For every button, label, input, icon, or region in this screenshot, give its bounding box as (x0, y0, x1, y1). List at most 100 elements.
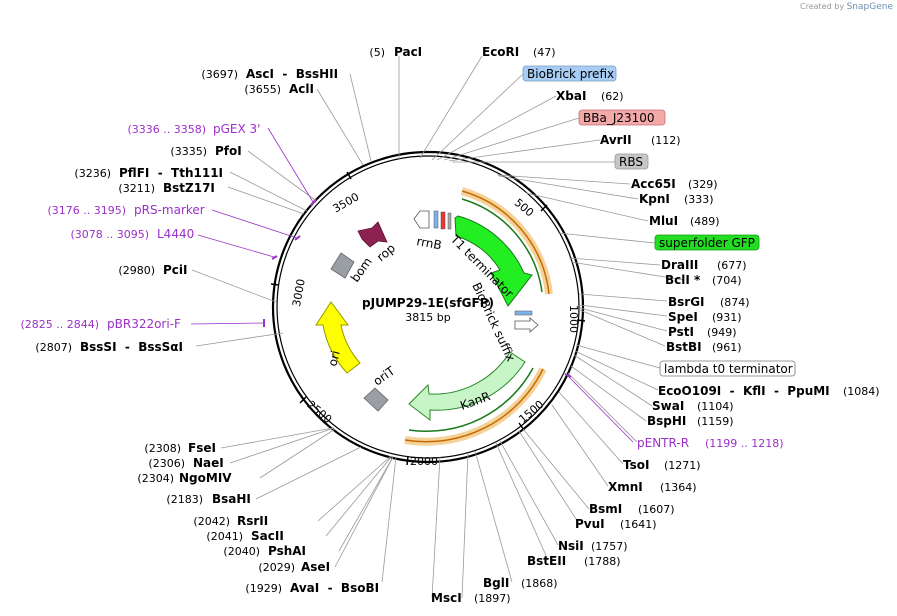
primer-pgex3: pGEX 3' (213, 122, 260, 136)
orf-line-kanr (404, 368, 544, 443)
enzyme-pos-psti: (949) (707, 326, 737, 339)
box-superfolder-gfp (654, 234, 760, 251)
enzyme-pos-bsteii: (1788) (584, 555, 621, 568)
enzyme-pos-sacii: (2041) (206, 530, 243, 543)
enzyme-mlui: MluI (649, 214, 678, 228)
enzyme-bsahi: BsaHI (212, 492, 251, 506)
enzyme-pos-spei: (931) (712, 311, 742, 324)
enzyme-bstbi: BstBI (666, 340, 702, 354)
enzyme-pos-pcii: (2980) (118, 264, 155, 277)
primer-pos-pbr322ori-f: (2825 .. 2844) (20, 318, 99, 331)
enzyme-tsoi: TsoI (623, 458, 649, 472)
primer-pos-prs-marker: (3176 .. 3195) (47, 204, 126, 217)
enzyme-pos-nsii: (1757) (591, 540, 628, 553)
feature-boxes: BioBrick prefix BBa_J23100 RBS superfold… (522, 65, 796, 377)
tick-3500 (346, 171, 352, 180)
enzyme-pos-ecori: (47) (533, 46, 556, 59)
primer-pentr-r: pENTR-R (637, 436, 689, 450)
credit-brand: SnapGene (846, 2, 893, 12)
primer-leader-lines (190, 127, 634, 443)
tick-label-3500: 3500 (331, 190, 362, 215)
enzyme-pos-bsssi: (2807) (35, 341, 72, 354)
primer-pbr322ori-f: pBR322ori-F (107, 317, 181, 331)
enzyme-pos-draiii: (677) (717, 259, 747, 272)
tick-3000 (270, 283, 280, 286)
enzyme-bsssi-bsssai: BssSI - BssSαI (80, 340, 183, 354)
orit-label: oriT (371, 363, 398, 388)
primer-marks (263, 198, 572, 378)
primer-pos-pgex3: (3336 .. 3358) (127, 123, 206, 136)
enzyme-pos-naei: (2306) (148, 457, 185, 470)
orf-line-gfp (461, 190, 550, 295)
enzyme-pos-xbai: (62) (601, 90, 624, 103)
enzyme-pfoi: PfoI (215, 144, 242, 158)
enzyme-pos-bcli: (704) (712, 274, 742, 287)
enzyme-pos-swai: (1104) (697, 400, 734, 413)
enzyme-pflfi-tth111i: PflFI - Tth111I (119, 166, 223, 180)
biobrick-suffix-feature (514, 310, 533, 316)
tick-label-3000: 3000 (290, 278, 308, 308)
enzyme-pos-acli: (3655) (244, 83, 281, 96)
enzyme-bcli: BclI * (665, 273, 701, 287)
enzyme-bsrgi: BsrGI (668, 295, 705, 309)
enzyme-pos-pfoi: (3335) (170, 145, 207, 158)
kanr-arrow (408, 351, 526, 422)
backbone-outer (271, 150, 585, 464)
enzyme-pos-acc65i: (329) (688, 178, 718, 191)
enzyme-pos-xmni: (1364) (660, 481, 697, 494)
enzyme-pos-asci: (3697) (201, 68, 238, 81)
enzyme-pos-fsei: (2308) (144, 442, 181, 455)
enzyme-nsii: NsiI (558, 539, 584, 553)
enzyme-pvui: PvuI (575, 517, 605, 531)
bom-label: bom (348, 255, 375, 285)
tick-500 (540, 204, 548, 212)
enzyme-ecori: EcoRI (482, 45, 519, 59)
tick-2500 (299, 396, 307, 404)
primer-mark-prs-marker (294, 235, 301, 241)
orf-inner-kanr (408, 367, 534, 433)
enzyme-pos-kpni: (333) (684, 193, 714, 206)
label-biobrick-prefix: BioBrick prefix (527, 67, 614, 81)
primer-l4440: L4440 (157, 227, 194, 241)
primer-mark-l4440 (271, 255, 278, 260)
enzyme-pos-asei: (2029) (258, 561, 295, 574)
orf-inner-gfp (461, 198, 543, 293)
enzyme-pos-bstz17i: (3211) (118, 182, 155, 195)
tick-1000 (576, 319, 586, 322)
enzyme-pos-bsahi: (2183) (166, 493, 203, 506)
enzyme-pos-tsoi: (1271) (664, 459, 701, 472)
credit-prefix: Created by (800, 2, 845, 11)
enzyme-kpni: KpnI (639, 192, 670, 206)
plasmid-name: pJUMP29-1E(sfGFP) (362, 296, 494, 310)
tick-label-2000: 2000 (410, 455, 438, 468)
rrnb-label: rrnB (415, 234, 442, 252)
box-lambda-t0-terminator (659, 360, 796, 377)
enzyme-pos-bsphi: (1159) (697, 415, 734, 428)
primer-pos-l4440: (3078 .. 3095) (70, 228, 149, 241)
primer-prs-marker: pRS-marker (134, 203, 205, 217)
box-rbs (614, 153, 649, 170)
backbone-inner (276, 155, 580, 459)
ori-arrow (315, 301, 361, 374)
primer-mark-pgex3 (310, 198, 317, 207)
primer-pos-pentr-r: (1199 .. 1218) (705, 437, 784, 450)
biobrick-prefix-feature (433, 210, 439, 229)
enzyme-bstz17i: BstZ17I (163, 181, 215, 195)
box-biobrick-prefix (522, 65, 617, 82)
snapgene-credit: Created by SnapGene (800, 2, 893, 12)
bba-j23100-feature (440, 211, 446, 230)
enzyme-pos-msci: (1897) (474, 592, 511, 605)
enzyme-bgli: BglI (483, 576, 509, 590)
sfgfp-arrow (454, 215, 533, 307)
backbone-features (413, 210, 539, 333)
enzyme-ecoo109i-kfli-ppumi: EcoO109I - KflI - PpuMI (658, 384, 830, 398)
orit-block (363, 387, 389, 412)
enzyme-draiii: DraIII (661, 258, 698, 272)
enzyme-labels: (5) PacI EcoRI (47) XbaI (62) AvrII (112… (35, 45, 879, 605)
tick-1500 (518, 422, 525, 431)
enzyme-asci-bsshii: AscI - BssHII (246, 67, 338, 81)
enzyme-pos-bsmi: (1607) (638, 503, 675, 516)
rop-label: rop (374, 241, 398, 264)
enzyme-fsei: FseI (188, 441, 216, 455)
enzyme-ngomiv: NgoMIV (179, 471, 232, 485)
